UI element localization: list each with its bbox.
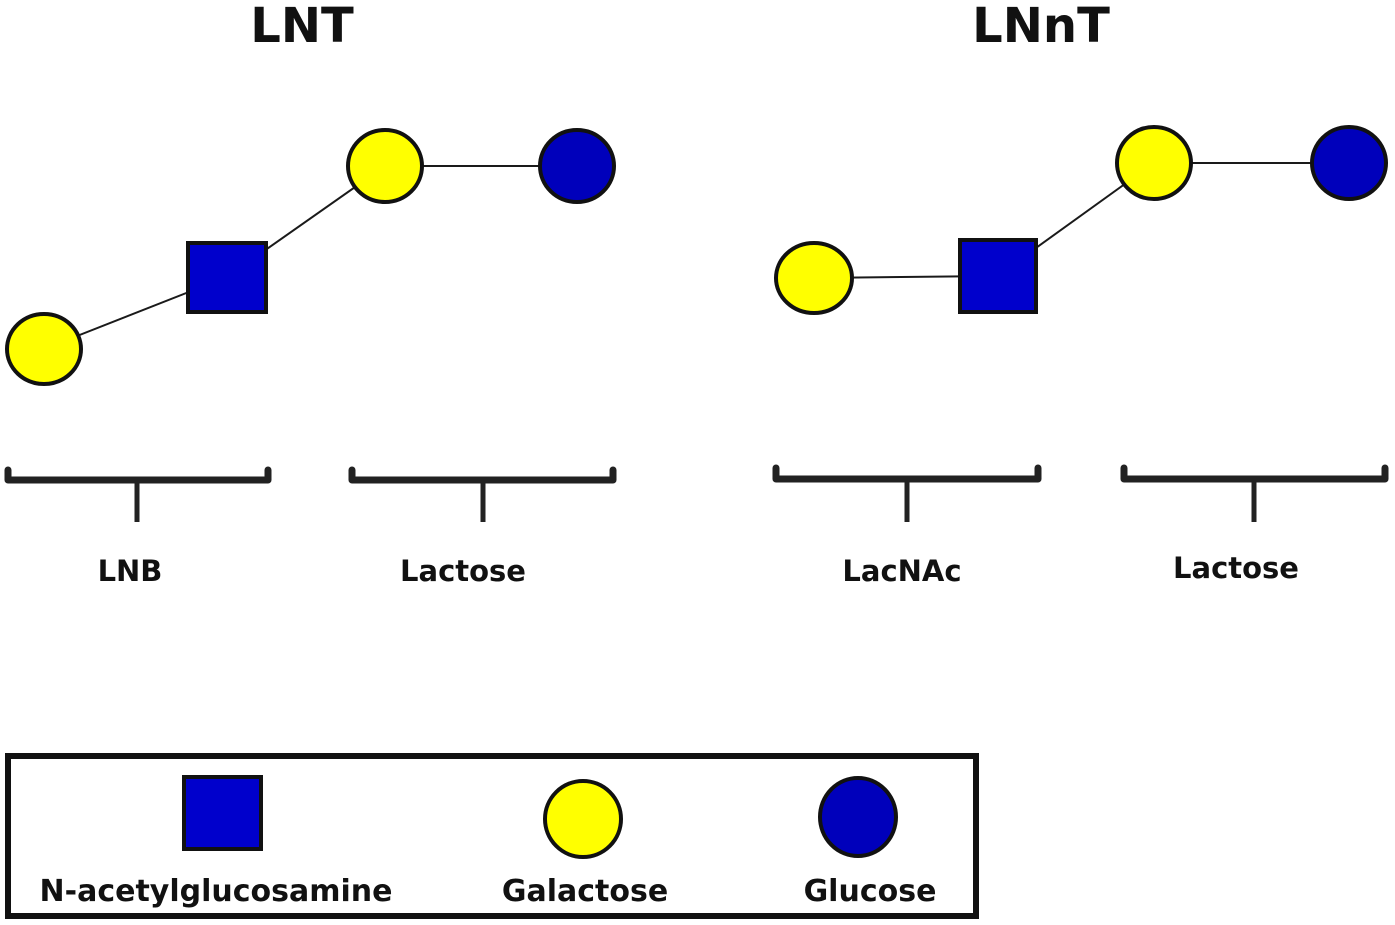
legend: N-acetylglucosamine Galactose Glucose: [5, 753, 979, 919]
lnnt-structure: LNnT LacNAc Lactose: [772, 0, 1389, 588]
lnnt-galactose-icon: [1115, 125, 1193, 201]
lnt-n-acetylglucosamine-icon: [186, 241, 268, 314]
lnnt-lactose-label: Lactose: [1173, 551, 1299, 585]
legend-label-n-acetylglucosamine: N-acetylglucosamine: [40, 874, 393, 909]
lnt-galactose-terminal-icon: [5, 312, 83, 386]
lnnt-n-acetylglucosamine-icon: [958, 238, 1038, 314]
lnt-lnb-brace-icon: [4, 466, 272, 522]
lnnt-lacnac-label: LacNAc: [842, 554, 961, 588]
lnnt-lactose-brace-icon: [1120, 464, 1389, 522]
lnt-structure: LNT LNB Lactose: [4, 0, 617, 588]
lnt-glucose-icon: [538, 128, 616, 204]
lnt-title: LNT: [250, 0, 354, 54]
legend-label-glucose: Glucose: [804, 874, 937, 909]
n-acetylglucosamine-square-icon: [182, 775, 263, 851]
lnnt-glucose-icon: [1310, 125, 1388, 201]
lnt-lnb-label: LNB: [98, 554, 163, 588]
lnnt-lacnac-brace-icon: [772, 464, 1042, 522]
lnt-lactose-label: Lactose: [400, 554, 526, 588]
legend-label-galactose: Galactose: [502, 874, 668, 909]
glucose-circle-icon: [818, 776, 898, 858]
lnnt-title: LNnT: [972, 0, 1110, 54]
galactose-circle-icon: [543, 779, 623, 859]
legend-box: [5, 753, 979, 919]
lnnt-galactose-terminal-icon: [774, 241, 854, 315]
lnt-lactose-brace-icon: [348, 466, 617, 522]
lnt-galactose-icon: [346, 128, 424, 204]
